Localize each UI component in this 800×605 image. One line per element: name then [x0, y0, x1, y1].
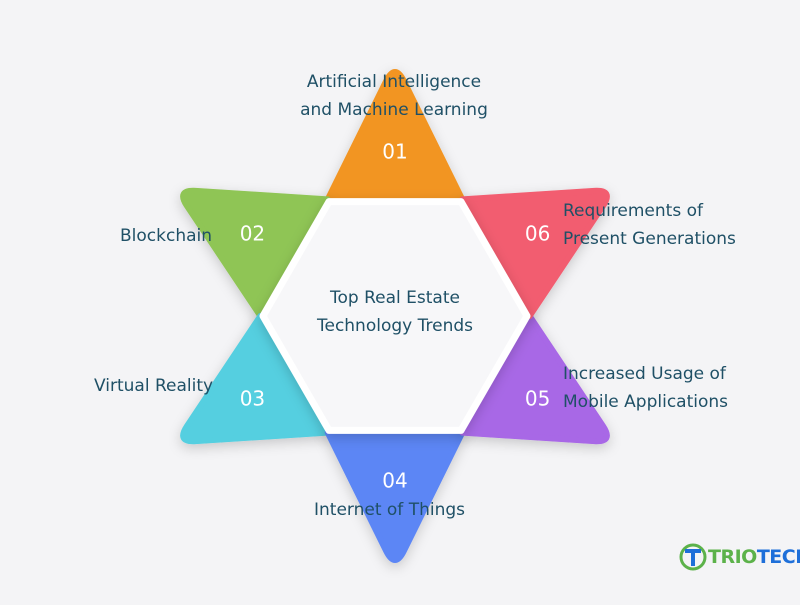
center-title-line-2: Technology Trends	[316, 316, 473, 336]
triangle-tip-01	[324, 69, 466, 203]
number-tip-01: 01	[382, 139, 407, 163]
label-blockchain: Blockchain	[120, 226, 213, 246]
number-tip-04: 04	[382, 469, 407, 493]
triangle-tip-05	[459, 313, 610, 445]
label-iot: Internet of Things	[314, 500, 465, 520]
center-title-line-1: Top Real Estate	[329, 288, 460, 308]
label-present-generations: Requirements of Present Generations	[563, 201, 736, 249]
label-mobile-apps: Increased Usage of Mobile Applications	[563, 364, 729, 412]
triangle-tip-03	[180, 313, 331, 445]
center-hexagon	[259, 198, 531, 434]
number-tip-05: 05	[525, 386, 550, 410]
triangle-tip-02	[180, 187, 331, 319]
logo-text-suffix: TECH	[756, 546, 800, 568]
number-tip-02: 02	[240, 222, 265, 246]
triangle-tip-04	[324, 429, 466, 563]
label-virtual-reality: Virtual Reality	[94, 376, 214, 396]
logo-text-mid: IO	[734, 546, 758, 568]
label-ai-ml: Artificial Intelligence and Machine Lear…	[300, 72, 488, 120]
number-tip-03: 03	[240, 386, 265, 410]
triotech-logo: TR IO TECH	[678, 540, 800, 574]
number-tip-06: 06	[525, 222, 550, 246]
triangle-tip-06	[459, 187, 610, 319]
logo-text-prefix: TR	[708, 546, 735, 568]
logo-mark-icon	[679, 543, 707, 571]
